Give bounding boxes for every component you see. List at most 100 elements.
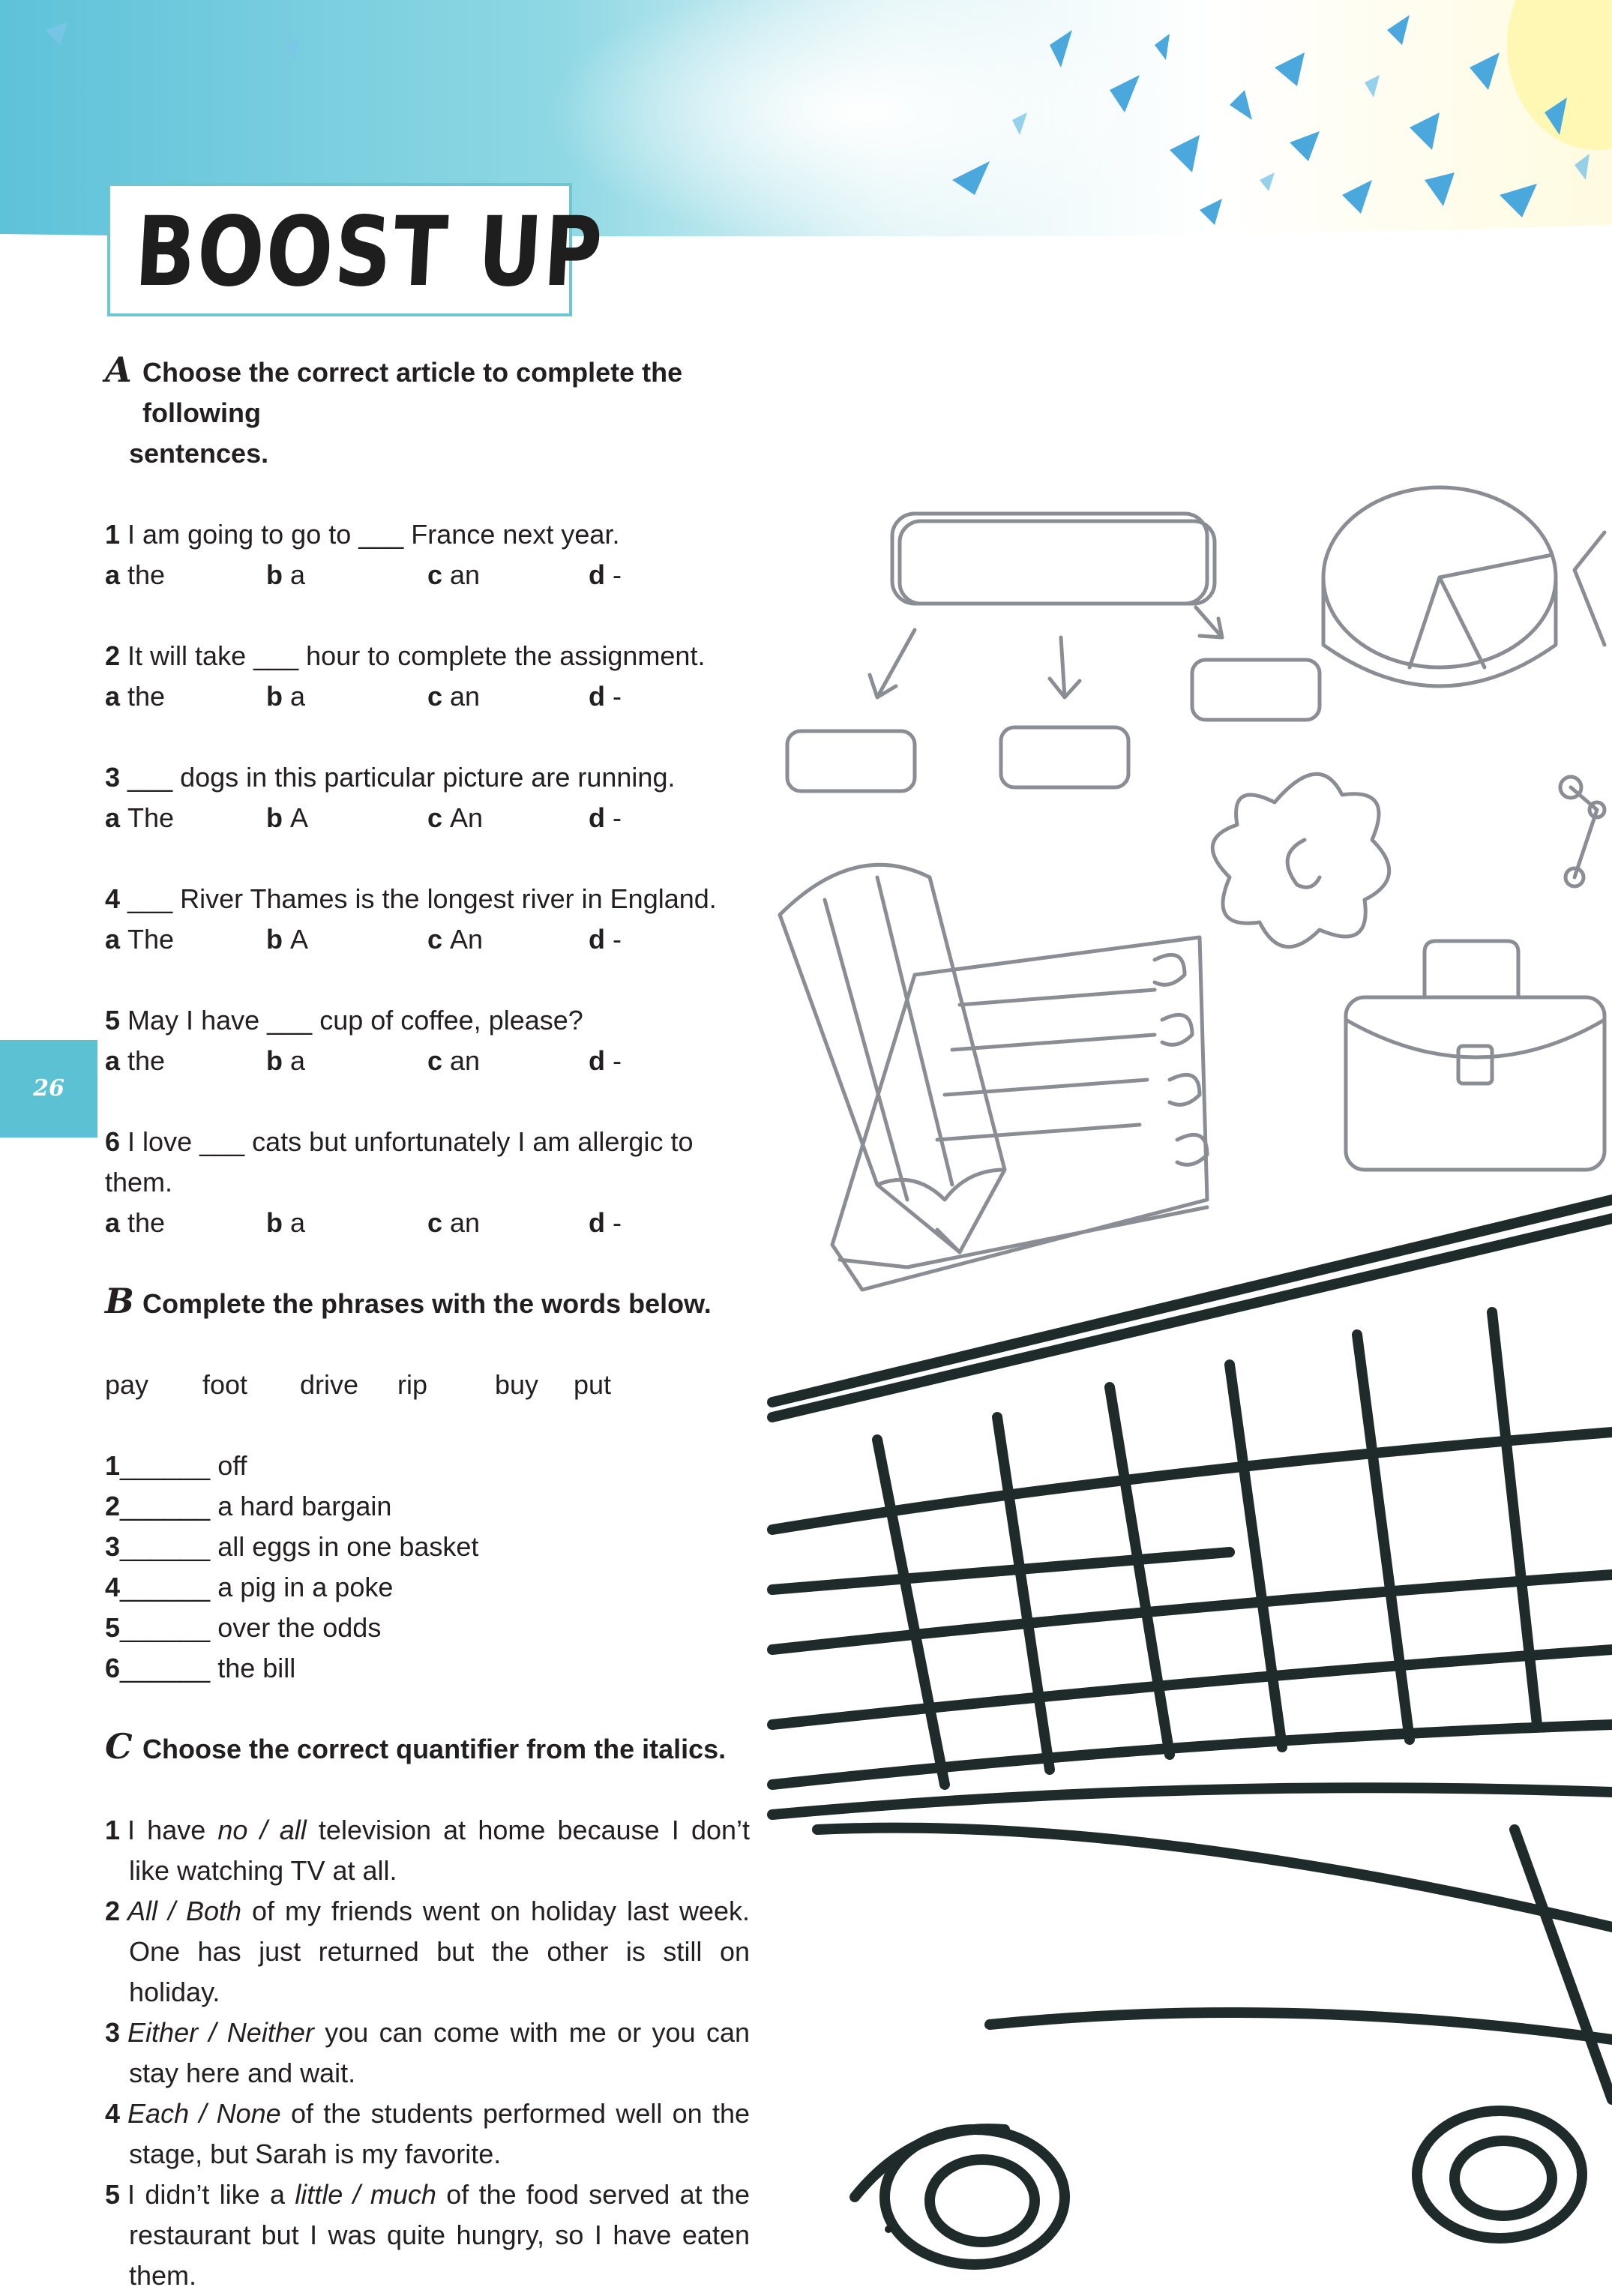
option-letter: b (266, 1045, 283, 1076)
section-c-heading: C Choose the correct quantifier from the… (105, 1726, 750, 1770)
section-b-instruction: Complete the phrases with the words belo… (142, 1288, 712, 1319)
option-text: - (613, 681, 622, 712)
option-text: an (450, 681, 481, 712)
phrase-blank[interactable]: ______ (120, 1491, 211, 1521)
option-letter: a (105, 924, 121, 955)
question-number: 5 (105, 1005, 121, 1036)
option-text: An (450, 802, 484, 833)
quantifier-choices[interactable]: All / Both (127, 1896, 242, 1926)
page-number: 26 (33, 1075, 64, 1102)
phrase-blank[interactable]: ______ (120, 1653, 211, 1683)
option-letter: c (427, 1045, 443, 1076)
section-a-questions: 1 I am going to go to ___ France next ye… (105, 514, 750, 1243)
question-4: 4 ___ River Thames is the longest river … (105, 879, 750, 960)
phrase-number: 6 (105, 1653, 121, 1683)
option-d[interactable]: d- (589, 798, 750, 838)
phrase-text: all eggs in one basket (217, 1531, 479, 1562)
option-letter: c (427, 681, 443, 712)
item-text-after: television at home because I don’t like … (129, 1815, 751, 1886)
option-text: the (127, 1045, 166, 1076)
option-text: The (127, 924, 175, 955)
option-letter: b (266, 681, 283, 712)
option-d[interactable]: d- (589, 1203, 750, 1243)
quantifier-choices[interactable]: Each / None (127, 2098, 281, 2129)
section-a-instruction-line1: Choose the correct article to complete t… (142, 357, 683, 428)
option-letter: d (589, 924, 605, 955)
question-sentence: It will take ___ hour to complete the as… (127, 640, 706, 671)
item-text-before: I have (127, 1815, 218, 1845)
phrase-text: a hard bargain (217, 1491, 392, 1521)
option-letter: b (266, 1207, 283, 1238)
option-text: a (290, 681, 306, 712)
question-2: 2 It will take ___ hour to complete the … (105, 636, 750, 717)
quantifier-choices[interactable]: little / much (295, 2179, 436, 2210)
word-bank-item: drive (300, 1369, 359, 1400)
word-bank-item: rip (397, 1369, 428, 1400)
option-d[interactable]: d- (589, 555, 750, 595)
option-text: - (613, 1045, 622, 1076)
option-letter: d (589, 1207, 605, 1238)
question-text: 6 I love ___ cats but unfortunately I am… (105, 1122, 750, 1203)
phrase-text: the bill (217, 1653, 296, 1683)
phrase-number: 3 (105, 1531, 121, 1562)
option-text: an (450, 1045, 481, 1076)
option-text: the (127, 1207, 166, 1238)
phrase-blank[interactable]: ______ (120, 1612, 211, 1643)
phrase-text: a pig in a poke (217, 1572, 394, 1602)
option-text: - (613, 802, 622, 833)
option-d[interactable]: d- (589, 919, 750, 960)
option-text: - (613, 1207, 622, 1238)
item-text-after: of my friends went on holiday last week.… (129, 1896, 751, 2007)
phrase-blank[interactable]: ______ (120, 1450, 211, 1481)
question-sentence: I love ___ cats but unfortunately I am a… (105, 1126, 694, 1197)
option-text: - (613, 559, 622, 590)
phrase-blank[interactable]: ______ (120, 1572, 211, 1602)
word-bank-item: put (574, 1369, 612, 1400)
question-number: 4 (105, 883, 121, 914)
option-text: An (450, 924, 484, 955)
word-bank-item: foot (202, 1369, 248, 1400)
option-letter: b (266, 924, 283, 955)
option-d[interactable]: d- (589, 676, 750, 717)
option-letter: d (589, 681, 605, 712)
option-text: a (290, 1045, 306, 1076)
option-letter: c (427, 559, 443, 590)
quantifier-choices[interactable]: Either / Neither (127, 2017, 314, 2048)
item-text-after: of the food served at the restaurant but… (129, 2179, 750, 2291)
option-text: - (613, 924, 622, 955)
option-text: the (127, 559, 166, 590)
quantifier-choices[interactable]: no / all (217, 1815, 307, 1845)
section-b-letter: B (105, 1281, 134, 1321)
question-text: 2 It will take ___ hour to complete the … (105, 636, 750, 676)
ink-dot (885, 2226, 892, 2233)
office-sketch (778, 485, 1607, 1292)
question-text: 5 May I have ___ cup of coffee, please? (105, 1000, 750, 1041)
item-number: 3 (105, 2017, 121, 2048)
phrase-blank[interactable]: ______ (120, 1531, 211, 1562)
section-a-instruction-line2: sentences. (129, 438, 269, 469)
question-5: 5 May I have ___ cup of coffee, please?a… (105, 1000, 750, 1081)
option-d[interactable]: d- (589, 1041, 750, 1081)
